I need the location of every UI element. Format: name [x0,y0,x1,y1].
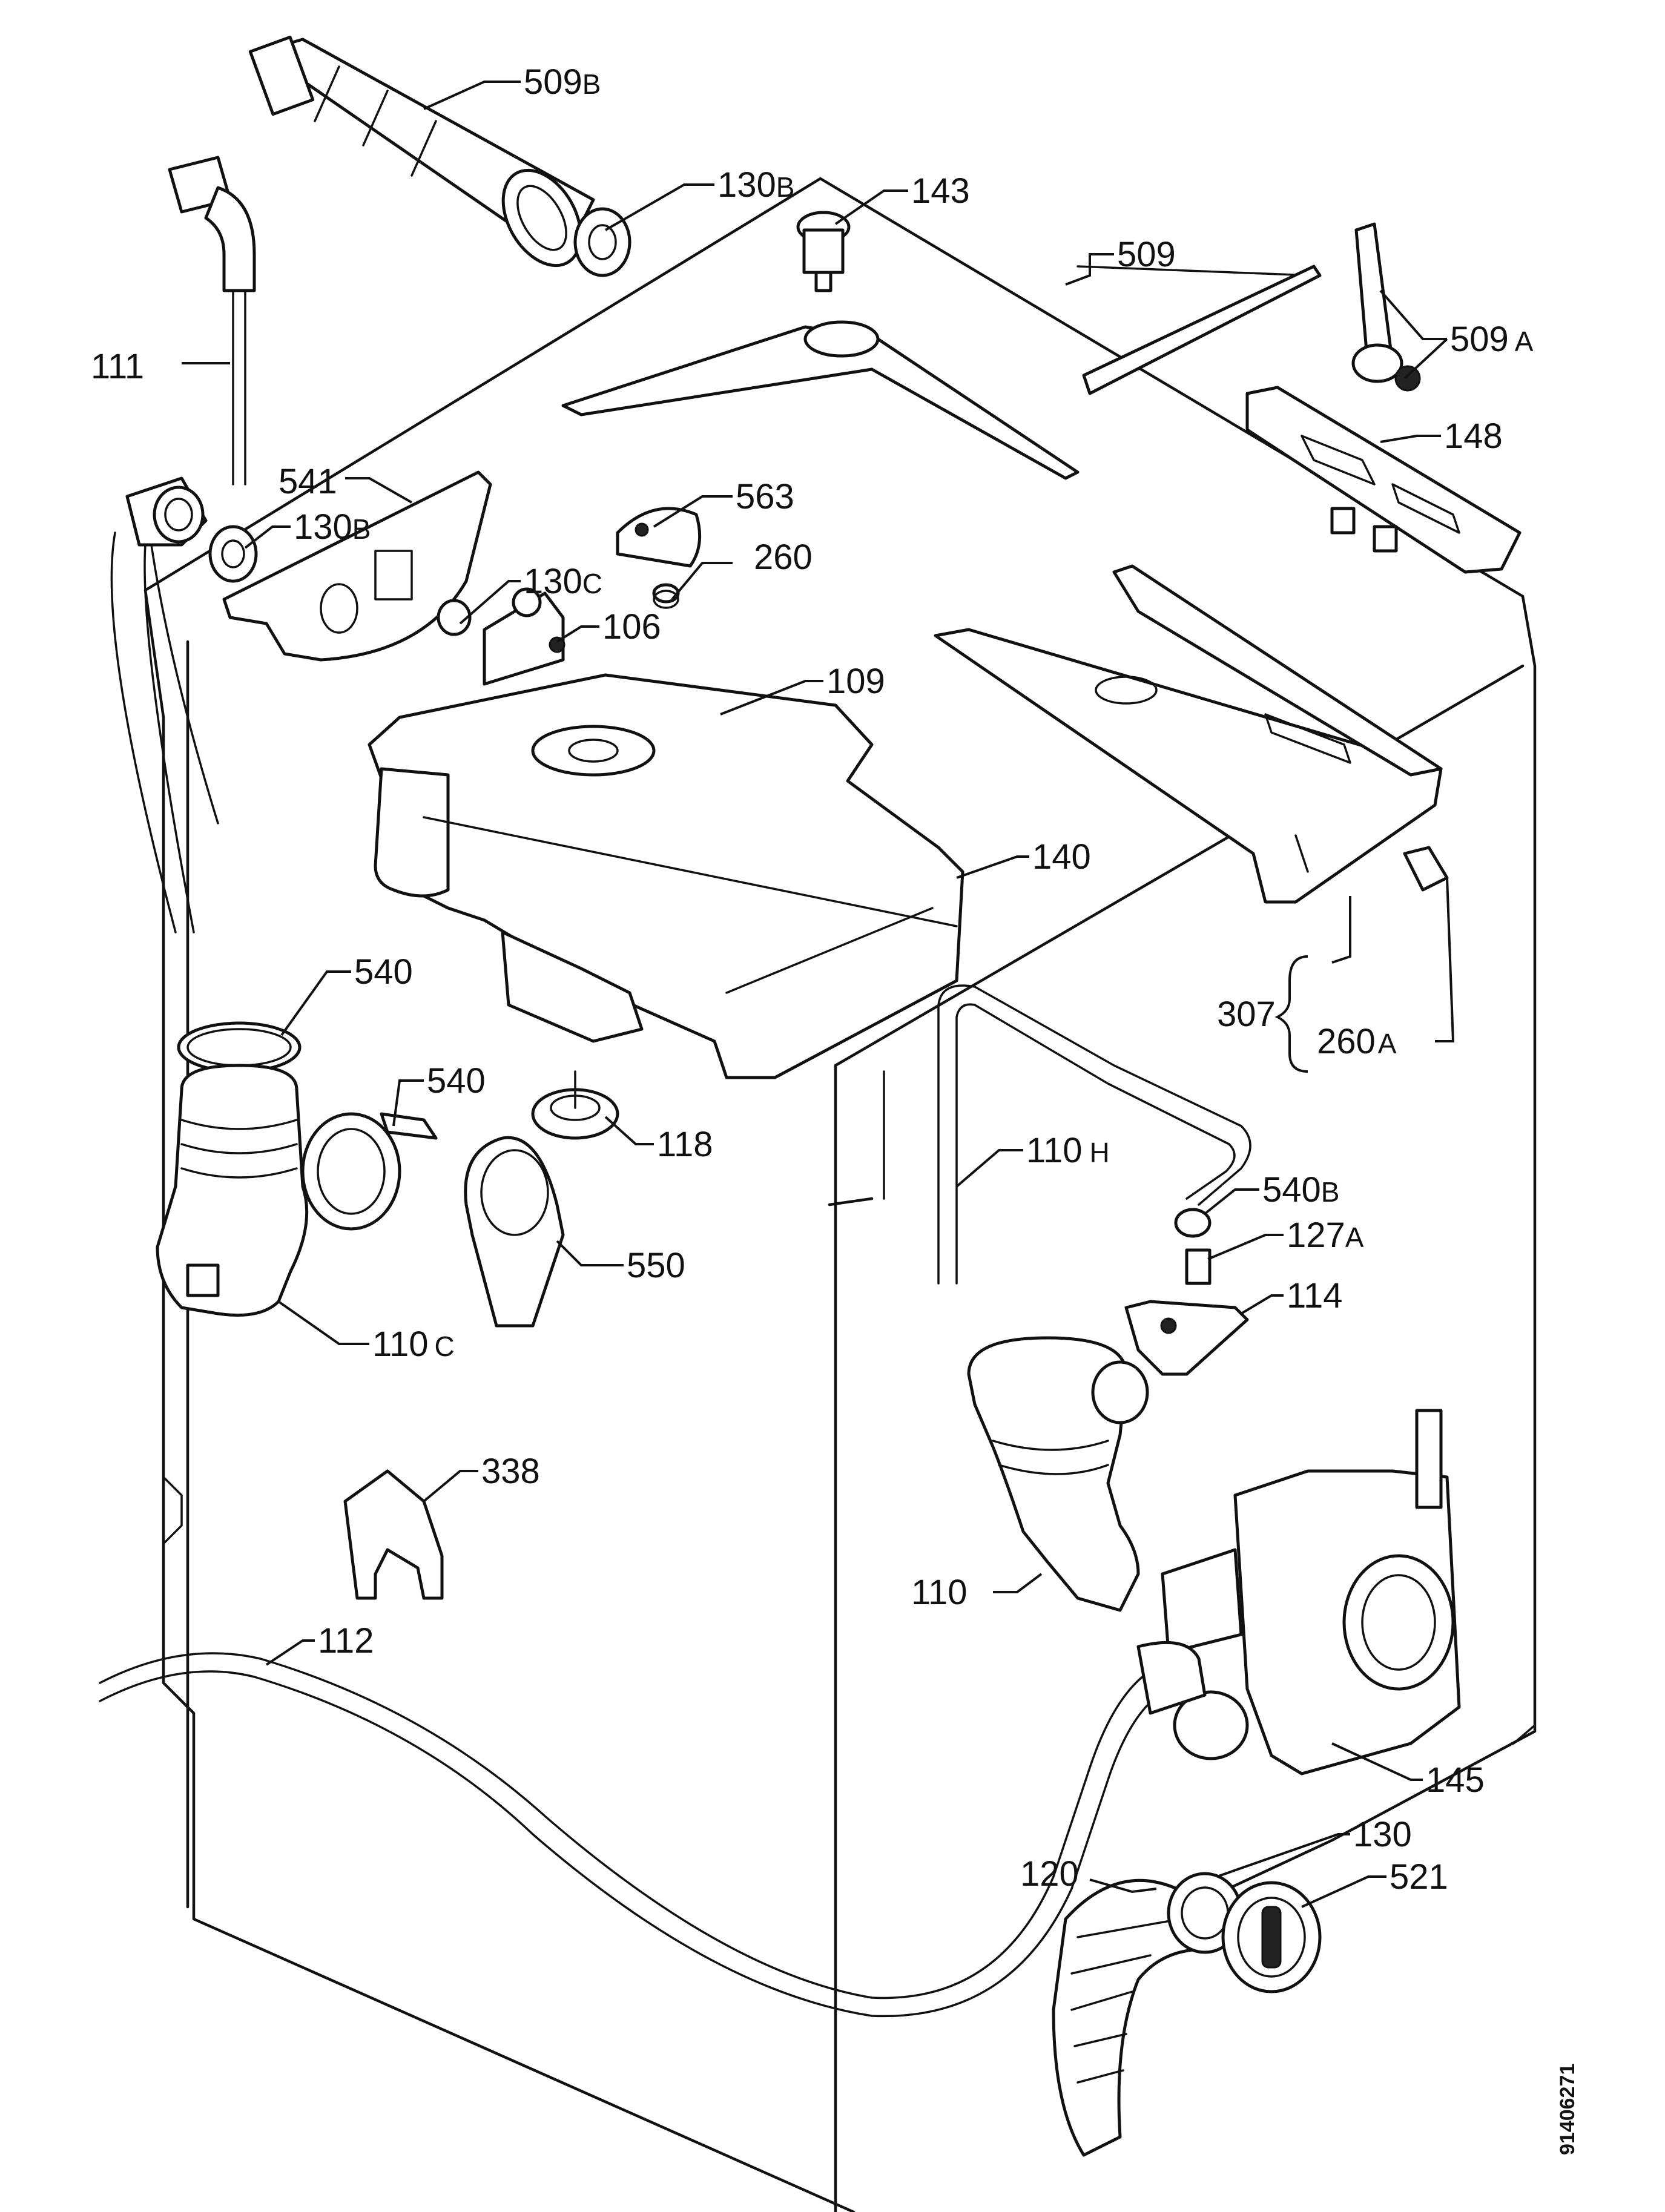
part-110h-hose [937,984,1251,1285]
label-540-mid: 540 [427,1061,486,1101]
part-109-140-dispenser-housing [368,673,964,1079]
label-521: 521 [1390,1857,1448,1897]
label-112: 112 [318,1621,374,1661]
label-509: 509 [1117,235,1176,274]
label-130b-top: 130B [717,165,794,205]
part-110-sump-hose [967,1336,1149,1612]
label-140: 140 [1032,837,1091,877]
part-111-inlet-hose [110,156,256,933]
part-148-bracket [1245,386,1522,574]
part-130b-seal-left [208,525,258,583]
label-550: 550 [627,1246,685,1285]
document-number: 91406271 [1556,2064,1579,2155]
part-127a-nipple [1185,1248,1212,1285]
part-110c-bellows [156,1064,401,1317]
leader-lines [182,81,1455,1908]
label-109: 109 [826,662,885,701]
part-145-pump [1161,1409,1461,1776]
label-509b: 509B [524,62,601,102]
part-260a-clip [1403,846,1449,892]
part-540b-clamp [1174,1208,1212,1238]
label-130: 130 [1353,1815,1412,1854]
label-143: 143 [911,171,970,211]
label-130c: 130C [524,562,602,601]
part-541-panel [222,470,492,662]
label-148: 148 [1444,416,1503,456]
part-118-wheel [531,1070,619,1140]
part-540-clamp-top [177,1021,302,1073]
label-130b-left: 130B [294,507,371,547]
part-120-filter [1052,1878,1207,2157]
part-550-bracket [464,1136,565,1328]
label-118: 118 [657,1125,713,1164]
label-114: 114 [1287,1276,1342,1315]
label-338: 338 [481,1452,540,1491]
part-112-drain-hose [99,1641,1207,2018]
label-540-top: 540 [354,952,413,992]
part-509a-lever [1351,222,1421,392]
label-540b: 540B [1262,1170,1339,1210]
part-143-knob [796,211,851,292]
label-110: 110 [911,1573,967,1612]
label-563: 563 [736,477,794,516]
part-307-drawer [934,564,1443,904]
label-145: 145 [1426,1760,1485,1800]
part-563-cam [616,507,702,568]
part-130b-seal-top [573,207,631,277]
label-260a: 260A [1317,1022,1397,1061]
label-541: 541 [279,462,337,501]
part-509b-inlet-hose [248,35,595,268]
part-338-clip [343,1469,444,1600]
label-106: 106 [602,607,661,647]
part-130c-106-valve [437,587,565,686]
label-120: 120 [1020,1854,1079,1894]
label-307: 307 [1217,995,1276,1034]
label-127a: 127A [1287,1216,1364,1255]
part-521-cap [1221,1881,1322,1993]
label-111: 111 [91,347,144,386]
part-509-lever [561,265,1322,480]
part-114-bracket [1124,1300,1249,1376]
label-260: 260 [754,538,813,577]
